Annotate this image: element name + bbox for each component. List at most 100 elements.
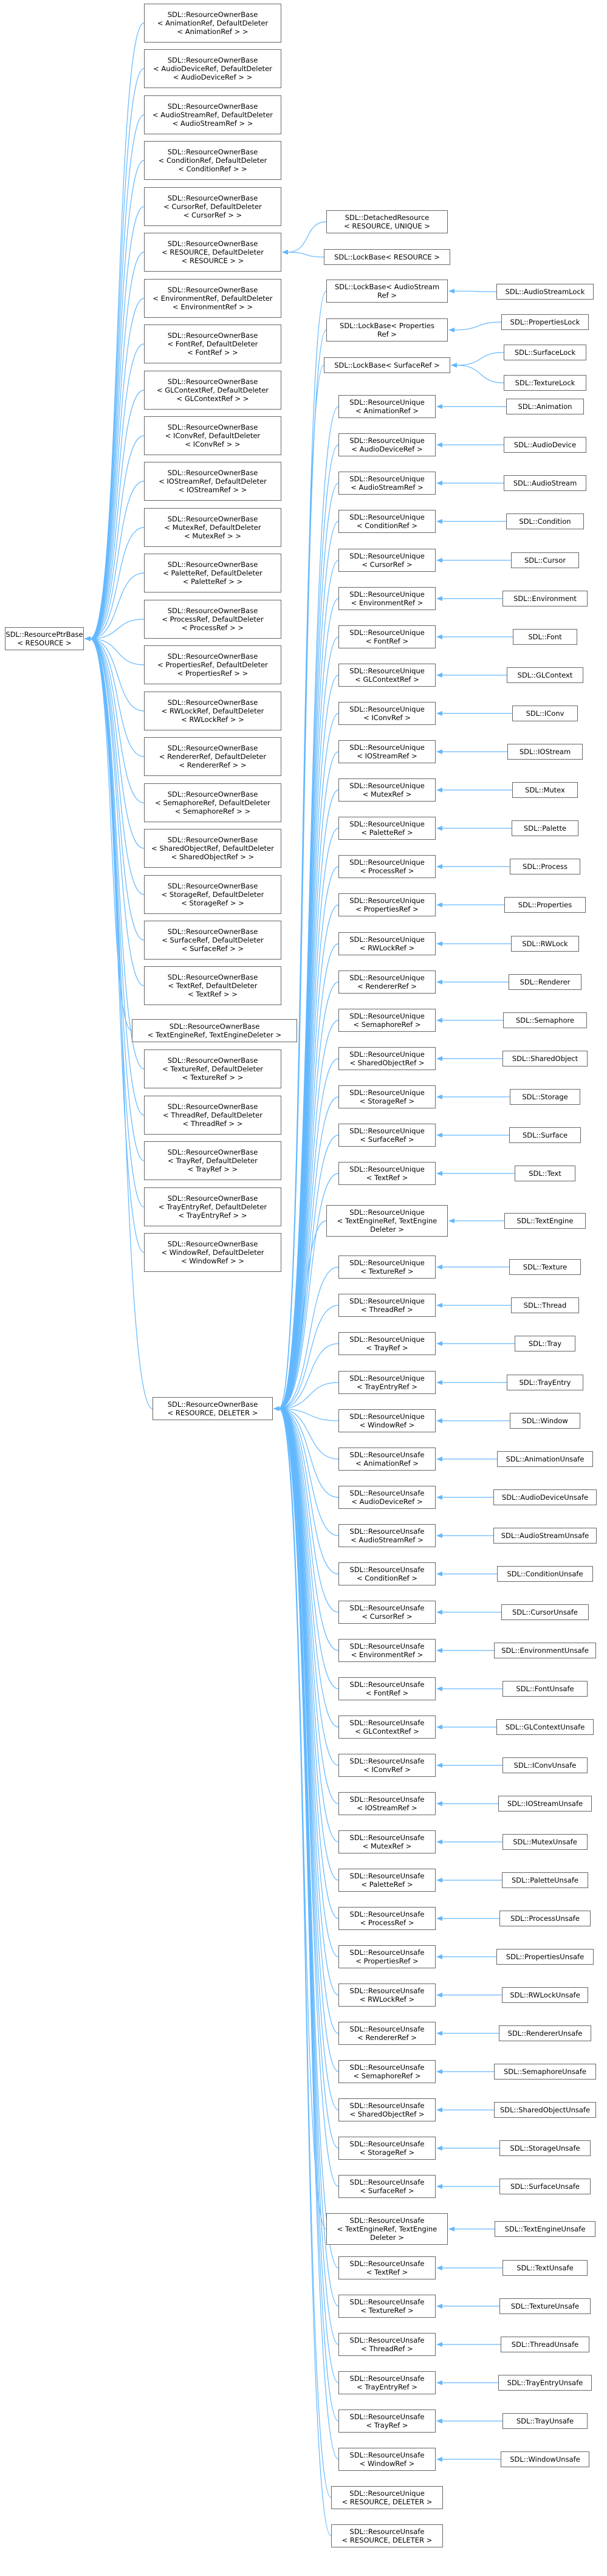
class-node-us-15[interactable]: SDL::ResourceUnsafe< RWLockRef >	[338, 1984, 436, 2007]
class-node-rob-8[interactable]: SDL::ResourceOwnerBase< FontRef, Default…	[144, 325, 281, 363]
class-node-u-6[interactable]: SDL::ResourceUnique< EnvironmentRef >	[338, 587, 436, 610]
class-node-u-14[interactable]: SDL::ResourceUnique< PropertiesRef >	[338, 893, 436, 916]
class-node-us-27[interactable]: SDL::ResourceUnsafe< WindowRef >	[338, 2448, 436, 2471]
class-node-us-25[interactable]: SDL::ResourceUnsafe< TrayEntryRef >	[338, 2371, 436, 2394]
class-node-g-5[interactable]: SDL::CursorUnsafe	[501, 1604, 589, 1620]
class-node-g-20[interactable]: SDL::SurfaceUnsafe	[499, 2179, 591, 2194]
class-node-f-5[interactable]: SDL::Cursor	[511, 552, 579, 568]
class-node-lb-surface[interactable]: SDL::LockBase< SurfaceRef >	[324, 357, 450, 373]
class-node-g-23[interactable]: SDL::TextureUnsafe	[499, 2298, 591, 2314]
class-node-f-7[interactable]: SDL::Font	[513, 629, 577, 645]
class-node-f-12[interactable]: SDL::Palette	[512, 820, 578, 836]
class-node-detached[interactable]: SDL::DetachedResource< RESOURCE, UNIQUE …	[326, 210, 448, 233]
class-node-us-10[interactable]: SDL::ResourceUnsafe< IOStreamRef >	[338, 1792, 436, 1815]
class-node-g-3[interactable]: SDL::AudioStreamUnsafe	[493, 1528, 597, 1544]
class-node-us-4[interactable]: SDL::ResourceUnsafe< ConditionRef >	[338, 1562, 436, 1585]
class-node-u-20[interactable]: SDL::ResourceUnique< SurfaceRef >	[338, 1124, 436, 1147]
class-node-rob-7[interactable]: SDL::ResourceOwnerBase< EnvironmentRef, …	[144, 279, 281, 318]
class-node-rob-25[interactable]: SDL::ResourceOwnerBase< ThreadRef, Defau…	[144, 1096, 281, 1135]
class-node-u-1[interactable]: SDL::ResourceUnique< AnimationRef >	[338, 395, 436, 418]
class-node-g-16[interactable]: SDL::RendererUnsafe	[499, 2025, 591, 2041]
class-node-g-22[interactable]: SDL::TextUnsafe	[502, 2260, 588, 2276]
class-node-us-14[interactable]: SDL::ResourceUnsafe< PropertiesRef >	[338, 1945, 436, 1968]
class-node-u-13[interactable]: SDL::ResourceUnique< ProcessRef >	[338, 855, 436, 878]
class-node-f-19[interactable]: SDL::Storage	[510, 1089, 580, 1105]
class-node-rob-28[interactable]: SDL::ResourceOwnerBase< WindowRef, Defau…	[144, 1233, 281, 1272]
class-node-g-19[interactable]: SDL::StorageUnsafe	[499, 2140, 591, 2156]
class-node-u-19[interactable]: SDL::ResourceUnique< StorageRef >	[338, 1085, 436, 1108]
class-node-g-21[interactable]: SDL::TextEngineUnsafe	[495, 2221, 595, 2237]
class-node-g-15[interactable]: SDL::RWLockUnsafe	[502, 1987, 588, 2003]
class-node-u-11[interactable]: SDL::ResourceUnique< MutexRef >	[338, 778, 436, 802]
class-node-rob-20[interactable]: SDL::ResourceOwnerBase< StorageRef, Defa…	[144, 875, 281, 914]
class-node-us-21[interactable]: SDL::ResourceUnsafe< TextEngineRef, Text…	[326, 2213, 448, 2245]
class-node-rob-14[interactable]: SDL::ResourceOwnerBase< ProcessRef, Defa…	[144, 600, 281, 639]
class-node-us-13[interactable]: SDL::ResourceUnsafe< ProcessRef >	[338, 1907, 436, 1930]
class-node-surfacelock[interactable]: SDL::SurfaceLock	[504, 345, 586, 360]
class-node-g-6[interactable]: SDL::EnvironmentUnsafe	[494, 1643, 596, 1658]
class-node-u-23[interactable]: SDL::ResourceUnique< TextureRef >	[338, 1255, 436, 1279]
class-node-us-5[interactable]: SDL::ResourceUnsafe< CursorRef >	[338, 1601, 436, 1624]
class-node-us-17[interactable]: SDL::ResourceUnsafe< SemaphoreRef >	[338, 2060, 436, 2083]
class-node-f-27[interactable]: SDL::Window	[510, 1413, 580, 1429]
class-node-u-10[interactable]: SDL::ResourceUnique< IOStreamRef >	[338, 740, 436, 763]
class-node-u-27[interactable]: SDL::ResourceUnique< WindowRef >	[338, 1409, 436, 1432]
class-node-rob-23[interactable]: SDL::ResourceOwnerBase< TextEngineRef, T…	[132, 1019, 297, 1042]
class-node-f-15[interactable]: SDL::RWLock	[511, 936, 579, 952]
class-node-rob-1[interactable]: SDL::ResourceOwnerBase< AnimationRef, De…	[144, 4, 281, 43]
class-node-rob-16[interactable]: SDL::ResourceOwnerBase< RWLockRef, Defau…	[144, 692, 281, 730]
class-node-f-11[interactable]: SDL::Mutex	[512, 782, 578, 798]
class-node-g-18[interactable]: SDL::SharedObjectUnsafe	[494, 2102, 596, 2118]
class-node-rob-5[interactable]: SDL::ResourceOwnerBase< CursorRef, Defau…	[144, 187, 281, 226]
class-node-rob-15[interactable]: SDL::ResourceOwnerBase< PropertiesRef, D…	[144, 645, 281, 684]
class-node-u-8[interactable]: SDL::ResourceUnique< GLContextRef >	[338, 664, 436, 687]
class-node-u-18[interactable]: SDL::ResourceUnique< SharedObjectRef >	[338, 1047, 436, 1070]
class-node-u-del[interactable]: SDL::ResourceUnique< RESOURCE, DELETER >	[331, 2486, 443, 2509]
class-node-propertieslock[interactable]: SDL::PropertiesLock	[501, 314, 589, 330]
class-node-rob-4[interactable]: SDL::ResourceOwnerBase< ConditionRef, De…	[144, 141, 281, 180]
class-node-u-26[interactable]: SDL::ResourceUnique< TrayEntryRef >	[338, 1371, 436, 1394]
class-node-g-1[interactable]: SDL::AnimationUnsafe	[497, 1451, 593, 1467]
class-node-us-20[interactable]: SDL::ResourceUnsafe< SurfaceRef >	[338, 2175, 436, 2198]
class-node-f-21[interactable]: SDL::Text	[515, 1166, 575, 1181]
class-node-u-15[interactable]: SDL::ResourceUnique< RWLockRef >	[338, 932, 436, 955]
class-node-us-26[interactable]: SDL::ResourceUnsafe< TrayRef >	[338, 2409, 436, 2433]
class-node-u-7[interactable]: SDL::ResourceUnique< FontRef >	[338, 625, 436, 648]
class-node-us-19[interactable]: SDL::ResourceUnsafe< StorageRef >	[338, 2137, 436, 2160]
class-node-u-9[interactable]: SDL::ResourceUnique< IConvRef >	[338, 702, 436, 725]
class-node-rob-11[interactable]: SDL::ResourceOwnerBase< IOStreamRef, Def…	[144, 462, 281, 501]
class-node-f-23[interactable]: SDL::Texture	[509, 1259, 581, 1275]
class-node-us-12[interactable]: SDL::ResourceUnsafe< PaletteRef >	[338, 1869, 436, 1892]
class-node-f-26[interactable]: SDL::TrayEntry	[507, 1375, 583, 1390]
class-node-f-4[interactable]: SDL::Condition	[506, 513, 584, 529]
class-node-rob-del[interactable]: SDL::ResourceOwnerBase< RESOURCE, DELETE…	[153, 1397, 273, 1420]
class-node-us-6[interactable]: SDL::ResourceUnsafe< EnvironmentRef >	[338, 1639, 436, 1662]
class-node-g-13[interactable]: SDL::ProcessUnsafe	[499, 1911, 591, 1926]
class-node-u-22[interactable]: SDL::ResourceUnique< TextEngineRef, Text…	[326, 1205, 448, 1237]
class-node-u-2[interactable]: SDL::ResourceUnique< AudioDeviceRef >	[338, 433, 436, 456]
class-node-g-4[interactable]: SDL::ConditionUnsafe	[497, 1566, 593, 1582]
class-node-f-13[interactable]: SDL::Process	[510, 859, 580, 874]
class-node-us-1[interactable]: SDL::ResourceUnsafe< AnimationRef >	[338, 1448, 436, 1471]
class-node-rob-24[interactable]: SDL::ResourceOwnerBase< TextureRef, Defa…	[144, 1049, 281, 1088]
class-node-f-20[interactable]: SDL::Surface	[509, 1127, 581, 1143]
class-node-us-24[interactable]: SDL::ResourceUnsafe< ThreadRef >	[338, 2333, 436, 2356]
class-node-u-21[interactable]: SDL::ResourceUnique< TextRef >	[338, 1162, 436, 1185]
class-node-f-14[interactable]: SDL::Properties	[504, 897, 586, 913]
class-node-g-12[interactable]: SDL::PaletteUnsafe	[502, 1872, 588, 1888]
class-node-texturelock[interactable]: SDL::TextureLock	[504, 375, 586, 391]
class-node-g-11[interactable]: SDL::MutexUnsafe	[502, 1834, 588, 1850]
class-node-us-16[interactable]: SDL::ResourceUnsafe< RendererRef >	[338, 2022, 436, 2045]
class-node-rob-12[interactable]: SDL::ResourceOwnerBase< MutexRef, Defaul…	[144, 508, 281, 547]
class-node-g-25[interactable]: SDL::TrayEntryUnsafe	[498, 2375, 592, 2391]
class-node-rob-26[interactable]: SDL::ResourceOwnerBase< TrayRef, Default…	[144, 1141, 281, 1180]
class-node-us-3[interactable]: SDL::ResourceUnsafe< AudioStreamRef >	[338, 1524, 436, 1547]
class-node-g-26[interactable]: SDL::TrayUnsafe	[502, 2413, 588, 2429]
class-node-u-24[interactable]: SDL::ResourceUnique< ThreadRef >	[338, 1294, 436, 1317]
class-node-rob-2[interactable]: SDL::ResourceOwnerBase< AudioDeviceRef, …	[144, 49, 281, 88]
class-node-rob-17[interactable]: SDL::ResourceOwnerBase< RendererRef, Def…	[144, 737, 281, 776]
class-node-f-1[interactable]: SDL::Animation	[506, 399, 584, 414]
class-node-f-17[interactable]: SDL::Semaphore	[503, 1012, 587, 1028]
class-node-g-2[interactable]: SDL::AudioDeviceUnsafe	[493, 1489, 597, 1505]
class-node-u-12[interactable]: SDL::ResourceUnique< PaletteRef >	[338, 817, 436, 840]
